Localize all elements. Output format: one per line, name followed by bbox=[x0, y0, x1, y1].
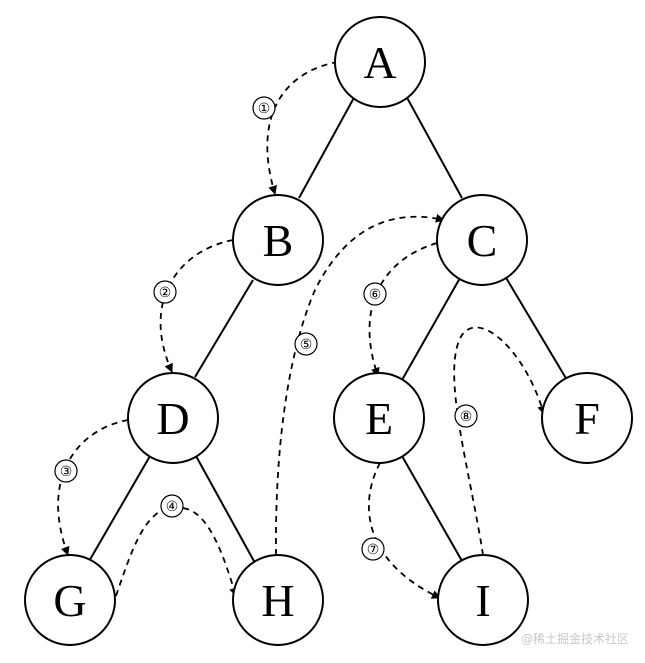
step-label-1: ① bbox=[252, 96, 276, 120]
traversal-arrow-5 bbox=[275, 213, 445, 556]
step-circle-1 bbox=[252, 96, 276, 120]
node-i: I bbox=[437, 554, 529, 646]
edge-b-d bbox=[194, 279, 254, 378]
node-h-circle bbox=[232, 554, 324, 646]
node-i-circle bbox=[437, 554, 529, 646]
edge-c-f bbox=[504, 275, 568, 381]
edge-d-h bbox=[195, 455, 256, 564]
step-number-7: ⑦ bbox=[367, 541, 380, 557]
step-circle-3 bbox=[54, 459, 78, 483]
node-c: C bbox=[436, 194, 528, 286]
watermark: @稀土掘金技术社区 bbox=[520, 632, 629, 646]
node-b: B bbox=[232, 194, 324, 286]
node-b-circle bbox=[232, 194, 324, 286]
traversal-arrow-7 bbox=[368, 462, 441, 599]
tree-edges bbox=[87, 93, 568, 564]
node-d-label: D bbox=[156, 393, 189, 444]
node-c-circle bbox=[436, 194, 528, 286]
traversal-arrow-1 bbox=[266, 61, 339, 195]
step-number-5: ⑤ bbox=[300, 336, 313, 352]
step-labels: ① ② ③ ④ ⑤ ⑥ ⑦ ⑧ bbox=[54, 96, 478, 561]
node-h-label: H bbox=[261, 575, 294, 626]
node-a: A bbox=[334, 16, 426, 108]
node-d-circle bbox=[127, 372, 219, 464]
edge-e-i bbox=[401, 455, 463, 562]
node-f-label: F bbox=[574, 393, 600, 444]
step-number-8: ⑧ bbox=[460, 408, 473, 424]
edge-a-b bbox=[298, 93, 357, 199]
node-e-circle bbox=[333, 372, 425, 464]
step-circle-4 bbox=[160, 494, 184, 518]
tree-nodes: A B C D E F G H bbox=[24, 16, 633, 646]
node-g: G bbox=[24, 554, 116, 646]
step-number-6: ⑥ bbox=[369, 286, 382, 302]
traversal-arrow-3 bbox=[57, 419, 129, 556]
node-a-label: A bbox=[363, 37, 396, 88]
node-f: F bbox=[541, 372, 633, 464]
node-e-label: E bbox=[365, 393, 393, 444]
edge-c-e bbox=[401, 277, 461, 381]
node-g-label: G bbox=[53, 575, 86, 626]
node-d: D bbox=[127, 372, 219, 464]
step-circle-5 bbox=[294, 332, 318, 356]
traversal-arrow-6 bbox=[368, 242, 438, 377]
node-g-circle bbox=[24, 554, 116, 646]
traversal-arrows bbox=[57, 61, 547, 599]
node-c-label: C bbox=[467, 215, 498, 266]
step-label-2: ② bbox=[153, 280, 177, 304]
step-number-3: ③ bbox=[60, 463, 73, 479]
step-circle-7 bbox=[361, 537, 385, 561]
step-label-8: ⑧ bbox=[454, 404, 478, 428]
node-f-circle bbox=[541, 372, 633, 464]
traversal-arrow-2 bbox=[159, 239, 234, 373]
step-label-7: ⑦ bbox=[361, 537, 385, 561]
step-number-1: ① bbox=[258, 100, 271, 116]
step-label-6: ⑥ bbox=[363, 282, 387, 306]
step-number-2: ② bbox=[159, 284, 172, 300]
edge-a-c bbox=[404, 93, 463, 199]
node-e: E bbox=[333, 372, 425, 464]
node-a-circle bbox=[334, 16, 426, 108]
step-label-4: ④ bbox=[160, 494, 184, 518]
node-b-label: B bbox=[263, 215, 294, 266]
step-label-3: ③ bbox=[54, 459, 78, 483]
step-label-5: ⑤ bbox=[294, 332, 318, 356]
step-circle-2 bbox=[153, 280, 177, 304]
edge-d-g bbox=[87, 455, 151, 564]
step-number-4: ④ bbox=[166, 498, 179, 514]
node-h: H bbox=[232, 554, 324, 646]
step-circle-6 bbox=[363, 282, 387, 306]
step-circle-8 bbox=[454, 404, 478, 428]
traversal-arrow-8 bbox=[453, 326, 547, 556]
node-i-label: I bbox=[475, 575, 490, 626]
traversal-arrow-4 bbox=[115, 506, 238, 597]
